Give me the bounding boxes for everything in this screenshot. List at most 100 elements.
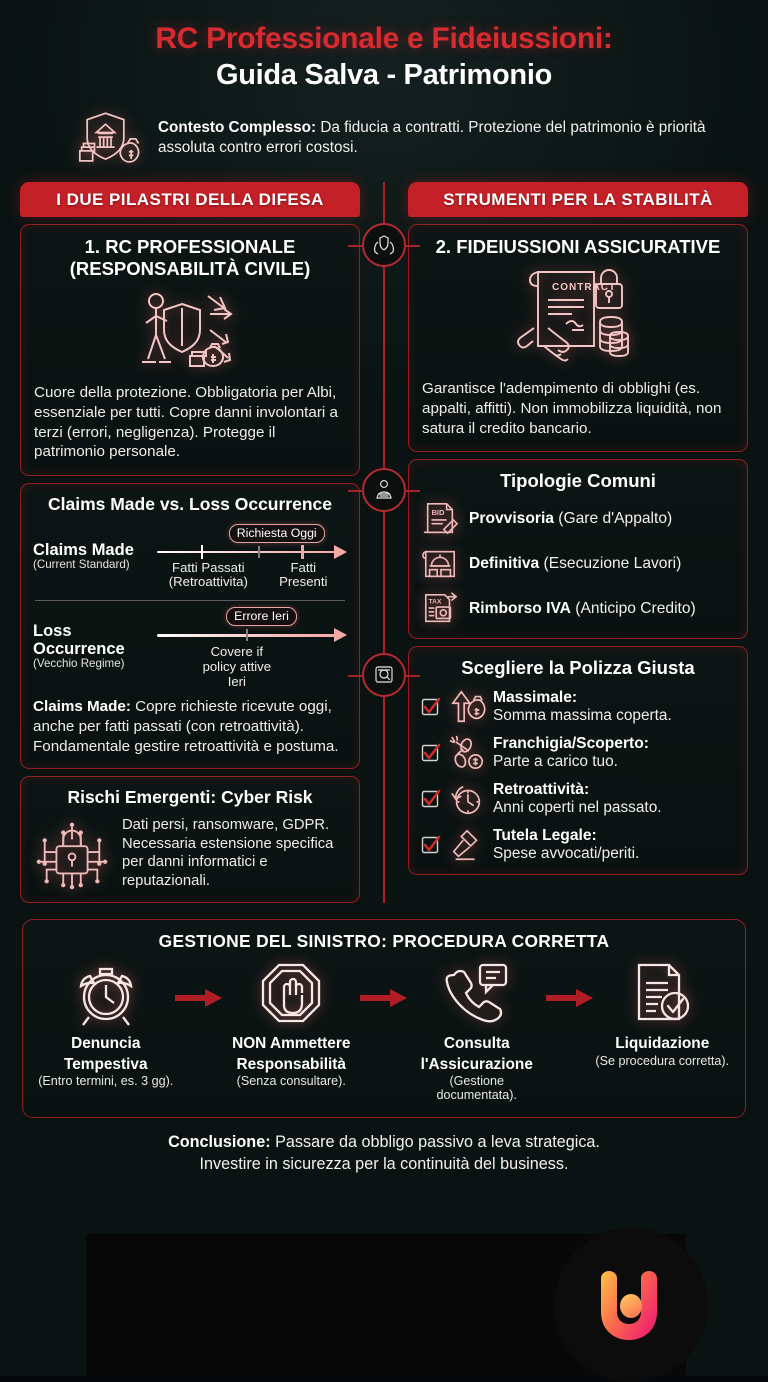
- arrow-right-icon: [360, 989, 407, 1008]
- card-polizza: Scegliere la Polizza Giusta: [408, 646, 748, 876]
- page-title-line2: Guida Salva - Patrimonio: [215, 58, 553, 91]
- clock-rewind-icon: [451, 786, 481, 815]
- list-item: Definitiva (Esecuzione Lavori): [421, 546, 735, 582]
- timeline-2-arrow-icon: [334, 628, 347, 643]
- right-column: STRUMENTI PER LA STABILITÀ 2. FIDEIUSSIO…: [408, 182, 748, 903]
- list-item-bold: Provvisoria: [469, 510, 554, 528]
- blueprint-helmet-icon: [422, 551, 456, 578]
- stop-hand-icon: [262, 964, 321, 1023]
- list-item-rest: (Esecuzione Lavori): [539, 555, 682, 573]
- arrow-right-icon: [174, 989, 222, 1008]
- right-column-caption: STRUMENTI PER LA STABILITÀ: [408, 182, 748, 218]
- timeline-1-tick-present: [301, 544, 304, 559]
- timeline-1-line: [157, 550, 335, 554]
- checkbox-checked-icon[interactable]: [421, 743, 441, 763]
- process-arrow: [174, 958, 223, 1013]
- timeline-2-name: Loss Occurrence: [33, 622, 125, 658]
- process-arrow: [545, 958, 594, 1013]
- step-name-2: l'Assicurazione: [420, 1055, 533, 1073]
- process-section: GESTIONE DEL SINISTRO: PROCEDURA CORRETT…: [22, 919, 746, 1119]
- rc-title-line2: (RESPONSABILITÀ CIVILE): [69, 258, 311, 280]
- checklist-bold: Tutela Legale:: [493, 827, 597, 845]
- card-fideiussioni: 2. FIDEIUSSIONI ASSICURATIVE CONTRACT: [408, 224, 748, 453]
- subheader-label: Contesto Complesso:: [158, 119, 317, 137]
- list-item: TAX Rimborso IVA (Anticipo Credito): [421, 591, 735, 627]
- list-item-bold: Rimborso IVA: [469, 600, 571, 618]
- step-icon-wrap: [594, 958, 732, 1032]
- justice-scales-icon: [376, 480, 392, 499]
- step-name-2: Responsabilità: [236, 1055, 346, 1073]
- timeline-2-line: [157, 634, 335, 638]
- cyber-body: Dati persi, ransomware, GDPR. Necessaria…: [122, 817, 334, 889]
- arrow-right-icon: [545, 989, 593, 1008]
- card-claims-made: Claims Made vs. Loss Occurrence Claims M…: [20, 483, 360, 769]
- timeline-claims-made: Claims Made (Current Standard) Richiesta…: [33, 523, 347, 690]
- checklist-rest: Parte a carico tuo.: [493, 753, 618, 771]
- timeline-1-sub: (Current Standard): [33, 558, 130, 571]
- checklist-text: Tutela Legale:Spese avvocati/periti.: [493, 827, 639, 863]
- step-name-1: NON Ammettere: [232, 1035, 351, 1053]
- step-sub: (Entro termini, es. 3 gg).: [38, 1074, 174, 1089]
- list-item-text: Provvisoria (Gare d'Appalto): [469, 510, 672, 528]
- step-sub: (Gestione documentata).: [436, 1074, 517, 1103]
- checklist-rest: Somma massima coperta.: [493, 707, 672, 725]
- process-steps: Denuncia Tempestiva (Entro termini, es. …: [37, 958, 731, 1102]
- contract-handshake-lock-coins-icon: CONTRACT: [517, 269, 629, 362]
- claims-note: Claims Made: Copre richieste ricevute og…: [33, 697, 347, 756]
- step-icon-wrap: [408, 958, 546, 1032]
- checkbox-checked-icon[interactable]: [421, 789, 441, 809]
- card-tipologie: Tipologie Comuni BID Provvisoria (Gare d…: [408, 459, 748, 640]
- fideiussioni-icon-wrap: CONTRACT: [422, 266, 734, 370]
- step-sub: (Se procedura corretta).: [595, 1053, 730, 1068]
- claims-note-body: Copre richieste ricevute oggi, anche per…: [33, 698, 339, 755]
- checklist-item[interactable]: Tutela Legale:Spese avvocati/periti.: [421, 827, 735, 863]
- process-arrow: [360, 958, 408, 1013]
- timeline-2-axis: [157, 628, 347, 643]
- cyber-title: Rischi Emergenti: Cyber Risk: [67, 786, 313, 807]
- checklist-item[interactable]: Retroattività:Anni coperti nel passato.: [421, 781, 735, 817]
- tipologie-title: Tipologie Comuni: [500, 470, 656, 492]
- checklist-rest: Spese avvocati/periti.: [493, 845, 640, 863]
- step-icon-wrap: [223, 958, 361, 1032]
- step-name-1: Consulta: [443, 1035, 510, 1053]
- subheader-text: Contesto Complesso: Da fiducia a contrat…: [158, 118, 718, 159]
- person-shield-arrows-icon: [142, 293, 233, 368]
- spine-line: [383, 182, 385, 904]
- step-name-1: Liquidazione: [615, 1035, 710, 1053]
- bid-document-icon: BID: [423, 503, 459, 535]
- phone-chat-icon: [445, 964, 507, 1023]
- spine-node-2: [348, 468, 420, 513]
- gavel-icon: [452, 829, 478, 861]
- checklist-text: Franchigia/Scoperto:Parte a carico tuo.: [493, 735, 649, 771]
- page-title-line1: RC Professionale e Fideiussioni:: [155, 22, 613, 55]
- connector-spine: [348, 182, 420, 904]
- footer-bar: [86, 1228, 708, 1382]
- conclusion-rest: Passare da obbligo passivo a leva strate…: [270, 1133, 600, 1152]
- checklist-bold: Retroattività:: [493, 781, 590, 799]
- checkbox-checked-icon[interactable]: [421, 697, 441, 717]
- svg-text:TAX: TAX: [429, 599, 442, 606]
- checklist-text: Retroattività:Anni coperti nel passato.: [493, 781, 662, 817]
- list-item-text: Definitiva (Esecuzione Lavori): [469, 555, 681, 573]
- shield-bank-money-icon: [78, 112, 140, 164]
- rc-icon-wrap: [34, 288, 346, 374]
- left-column: I DUE PILASTRI DELLA DIFESA 1. RC PROFES…: [20, 182, 360, 904]
- timeline-1-tick-now: [257, 545, 260, 558]
- timeline-1-name: Claims Made: [33, 540, 134, 559]
- step-sub: (Senza consultare).: [236, 1074, 346, 1089]
- timeline-2-label: Loss Occurrence (Vecchio Regime): [33, 607, 151, 670]
- timeline-2-pill: Errore Ieri: [226, 607, 297, 627]
- checklist-item[interactable]: Massimale:Somma massima coperta.: [421, 689, 735, 725]
- scissors-coin-icon: [449, 735, 484, 770]
- timeline-2-tick: [246, 629, 249, 642]
- brand-u-logo[interactable]: [590, 1266, 668, 1346]
- process-step: NON Ammettere Responsabilità (Senza cons…: [223, 958, 361, 1088]
- svg-text:CONTRACT: CONTRACT: [552, 282, 616, 293]
- spine-node-1: [348, 223, 420, 268]
- two-column-area: I DUE PILASTRI DELLA DIFESA 1. RC PROFES…: [0, 182, 768, 904]
- hands-shield-icon: [374, 235, 394, 255]
- checkbox-checked-icon[interactable]: [421, 835, 441, 855]
- timeline-1-label: Claims Made (Current Standard): [33, 524, 151, 572]
- checklist-item[interactable]: Franchigia/Scoperto:Parte a carico tuo.: [421, 735, 735, 771]
